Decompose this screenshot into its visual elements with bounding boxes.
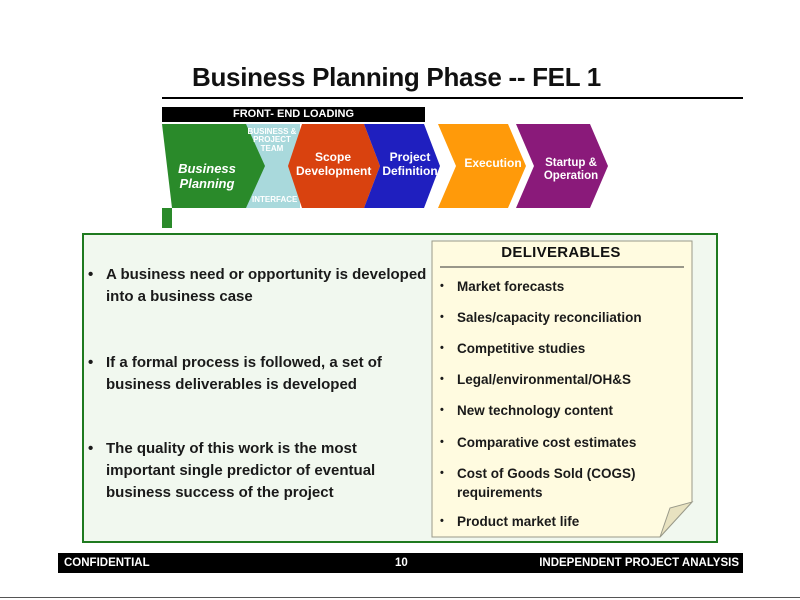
footer-bar: CONFIDENTIAL 10 INDEPENDENT PROJECT ANAL… xyxy=(58,553,743,573)
bullet-text: If a formal process is followed, a set o… xyxy=(106,354,382,393)
bullet-item: • A business need or opportunity is deve… xyxy=(88,264,428,308)
stage-scope-development xyxy=(288,124,380,208)
bullet-dot-icon: • xyxy=(440,404,444,416)
title-underline xyxy=(162,97,743,99)
deliverable-item: • Cost of Goods Sold (COGS) requirements xyxy=(440,464,680,502)
footer-company: INDEPENDENT PROJECT ANALYSIS xyxy=(539,557,739,569)
bullet-dot-icon: • xyxy=(88,354,94,371)
bullet-text: A business need or opportunity is develo… xyxy=(106,266,427,305)
stage-label-business-planning: Business Planning xyxy=(178,161,236,191)
bottom-divider xyxy=(0,597,800,598)
footer-page-number: 10 xyxy=(395,557,408,569)
deliverable-item: • Competitive studies xyxy=(440,339,680,358)
deliverable-text: Cost of Goods Sold (COGS) requirements xyxy=(457,466,636,500)
bullet-item: • The quality of this work is the most i… xyxy=(88,438,428,504)
stage-business-planning xyxy=(162,124,265,228)
stage-label-scope-development: Scope Development xyxy=(296,150,372,178)
deliverable-item: • Comparative cost estimates xyxy=(440,433,680,452)
deliverable-item: • Sales/capacity reconciliation xyxy=(440,308,680,327)
bullet-dot-icon: • xyxy=(440,280,444,292)
deliverables-title: DELIVERABLES xyxy=(501,244,621,261)
deliverable-text: Market forecasts xyxy=(457,279,565,294)
bullet-dot-icon: • xyxy=(440,311,444,323)
stage-startup-operation xyxy=(516,124,608,208)
deliverable-text: Competitive studies xyxy=(457,341,586,356)
deliverable-text: Product market life xyxy=(457,514,580,529)
note-page-curl xyxy=(659,501,694,538)
deliverable-item: • Market forecasts xyxy=(440,277,680,296)
deliverable-text: Legal/environmental/OH&S xyxy=(457,372,632,387)
bullet-dot-icon: • xyxy=(440,436,444,448)
deliverable-item: • Legal/environmental/OH&S xyxy=(440,370,680,389)
deliverable-text: Sales/capacity reconciliation xyxy=(457,310,642,325)
deliverable-text: Comparative cost estimates xyxy=(457,435,637,450)
page-title: Business Planning Phase -- FEL 1 xyxy=(192,62,601,92)
deliverable-item: • Product market life xyxy=(440,512,680,531)
footer-confidential: CONFIDENTIAL xyxy=(64,557,150,569)
deliverable-text: New technology content xyxy=(457,403,614,418)
stage-execution xyxy=(438,124,526,208)
bullet-dot-icon: • xyxy=(440,342,444,354)
stage-label-project-definition: Project Definition xyxy=(382,150,438,178)
bullet-dot-icon: • xyxy=(440,515,444,527)
bullet-dot-icon: • xyxy=(88,266,94,283)
deliverable-item: • New technology content xyxy=(440,401,680,420)
bullet-dot-icon: • xyxy=(88,440,94,457)
front-end-loading-banner: FRONT- END LOADING xyxy=(162,107,425,122)
stage-label-startup-operation: Startup & Operation xyxy=(543,157,599,183)
bullet-dot-icon: • xyxy=(440,467,444,479)
team-label: BUSINESS & PROJECT TEAM xyxy=(247,127,297,153)
stage-label-execution: Execution xyxy=(464,156,522,170)
bullet-dot-icon: • xyxy=(440,373,444,385)
interface-label: INTERFACE xyxy=(252,195,298,204)
stage-project-definition xyxy=(364,124,440,208)
bullet-item: • If a formal process is followed, a set… xyxy=(88,352,428,396)
bullet-text: The quality of this work is the most imp… xyxy=(106,440,376,501)
